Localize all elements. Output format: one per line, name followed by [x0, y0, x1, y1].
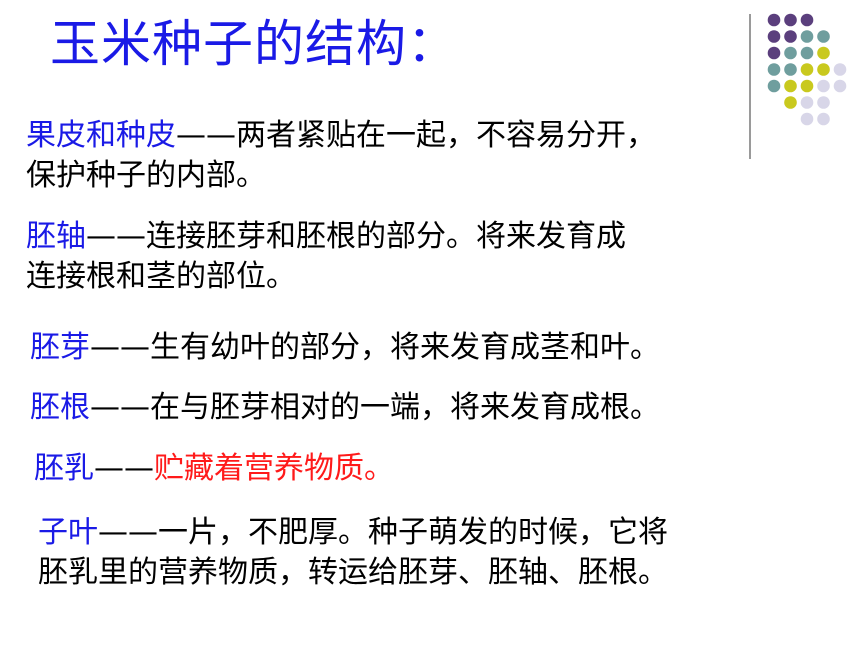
decor-dot: [833, 63, 847, 76]
decor-dot: [784, 13, 797, 27]
decor-dot: [784, 79, 797, 93]
term-endosperm: 胚乳: [34, 451, 94, 486]
decor-dot: [800, 112, 814, 126]
decor-dot: [784, 96, 797, 109]
term-radicle: 胚根: [30, 390, 90, 425]
page-title: 玉米种子的结构：: [50, 15, 458, 73]
decor-dot: [817, 63, 830, 76]
paragraph-endosperm: 胚乳——贮藏着营养物质。: [34, 449, 394, 489]
decor-dot: [817, 96, 830, 109]
paragraph-plumule: 胚芽——生有幼叶的部分，将来发育成茎和叶。: [30, 328, 660, 368]
term-hypocotyl: 胚轴: [26, 219, 86, 254]
decor-dot: [800, 96, 814, 109]
decor-dot: [817, 46, 830, 60]
term-seed-coat: 果皮和种皮: [26, 118, 176, 153]
decor-dot: [767, 79, 781, 93]
dash: ——: [94, 451, 154, 486]
decor-dot: [817, 112, 830, 126]
paragraph-radicle: 胚根——在与胚芽相对的一端，将来发育成根。: [30, 388, 660, 428]
decor-dot: [800, 13, 814, 27]
description-line: 一片，不肥厚。种子萌发的时候，它将: [158, 515, 668, 550]
paragraph-cotyledon: 子叶——一片，不肥厚。种子萌发的时候，它将 胚乳里的营养物质，转运给胚芽、胚轴、…: [38, 513, 668, 593]
dash: ——: [86, 219, 146, 254]
decor-dot: [817, 79, 830, 93]
decor-dot: [817, 30, 830, 43]
decor-dot: [767, 30, 781, 43]
decor-dot: [767, 63, 781, 76]
paragraph-seed-coat: 果皮和种皮——两者紧贴在一起，不容易分开， 保护种子的内部。: [26, 116, 656, 196]
decor-dot: [800, 30, 814, 43]
description-line: 连接胚芽和胚根的部分。将来发育成: [146, 219, 626, 254]
dash: ——: [90, 390, 150, 425]
decor-dot: [800, 46, 814, 60]
description-line-highlight: 贮藏着营养物质。: [154, 451, 394, 486]
term-cotyledon: 子叶: [38, 515, 98, 550]
dash: ——: [98, 515, 158, 550]
decor-dot: [800, 79, 814, 93]
description-line: 在与胚芽相对的一端，将来发育成根。: [150, 390, 660, 425]
decor-dot: [767, 46, 781, 60]
decor-dot: [784, 46, 797, 60]
paragraph-hypocotyl: 胚轴——连接胚芽和胚根的部分。将来发育成 连接根和茎的部位。: [26, 217, 626, 297]
decor-dot: [784, 63, 797, 76]
description-line: 连接根和茎的部位。: [26, 259, 296, 294]
dash: ——: [176, 118, 236, 153]
description-line: 胚乳里的营养物质，转运给胚芽、胚轴、胚根。: [38, 555, 668, 590]
decor-dot: [767, 13, 781, 27]
dash: ——: [90, 330, 150, 365]
description-line: 生有幼叶的部分，将来发育成茎和叶。: [150, 330, 660, 365]
decor-dot: [784, 30, 797, 43]
decorative-divider: [749, 14, 751, 159]
description-line: 保护种子的内部。: [26, 158, 266, 193]
description-line: 两者紧贴在一起，不容易分开，: [236, 118, 656, 153]
term-plumule: 胚芽: [30, 330, 90, 365]
decor-dot: [800, 63, 814, 76]
decor-dot: [833, 79, 847, 93]
